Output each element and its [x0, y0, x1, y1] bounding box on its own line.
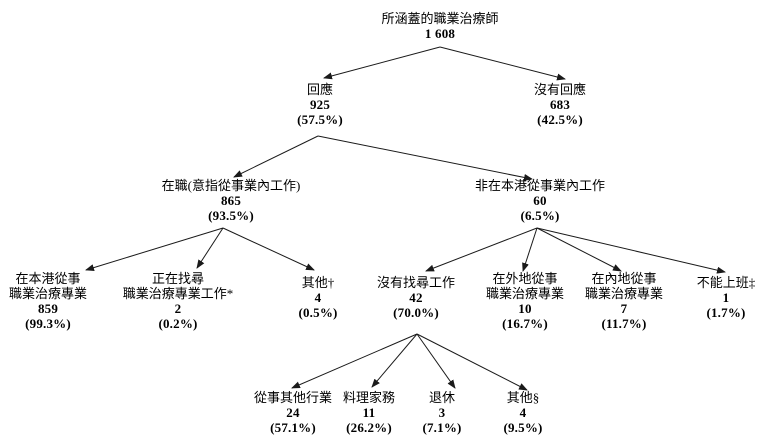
edge-employed-to-seeking — [196, 227, 224, 269]
node-value: 865 — [220, 193, 242, 208]
node-label: 回應 — [306, 82, 333, 97]
node-practising-ot-overseas: 在外地從事 職業治療專業 10 (16.7%) — [486, 271, 564, 331]
edge-employed-to-practising-in-hk — [85, 227, 224, 272]
edge-not-in-hk-to-overseas — [522, 227, 538, 272]
node-not-working-in-hk-industry: 非在本港從事業內工作 60 (6.5%) — [475, 178, 605, 223]
node-percentage: (57.1%) — [270, 420, 316, 435]
node-label-line1: 在外地從事 — [492, 271, 558, 286]
node-employed: 在職(意指從事業內工作) 865 (93.5%) — [162, 178, 301, 223]
node-value: 4 — [314, 290, 322, 305]
node-unable-to-work: 不能上班‡ 1 (1.7%) — [697, 275, 756, 320]
edge-employed-to-others — [222, 227, 315, 271]
node-label: 沒有找尋工作 — [376, 275, 456, 290]
node-percentage: (7.1%) — [422, 420, 462, 435]
node-percentage: (11.7%) — [601, 316, 647, 331]
node-others-employed: 其他† 4 (0.5%) — [298, 275, 337, 320]
node-label-line2: 職業治療專業 — [584, 286, 664, 301]
node-value: 859 — [37, 301, 59, 316]
edge-not-in-hk-to-mainland — [536, 227, 622, 272]
node-percentage: (0.2%) — [158, 316, 198, 331]
node-label: 料理家務 — [342, 390, 396, 405]
node-other-industries: 從事其他行業 24 (57.1%) — [254, 390, 332, 435]
edge-not-seeking-to-homemaking — [371, 333, 418, 388]
edge-not-seeking-to-retired — [416, 333, 456, 389]
node-percentage: (1.7%) — [706, 305, 746, 320]
node-retired: 退休 3 (7.1%) — [422, 390, 461, 435]
node-homemaking: 料理家務 11 (26.2%) — [343, 390, 395, 435]
node-label: 不能上班‡ — [696, 275, 756, 290]
node-label: 非在本港從事業內工作 — [474, 178, 606, 193]
node-percentage: (0.5%) — [298, 305, 338, 320]
node-label-line2: 職業治療專業 — [8, 286, 88, 301]
node-value: 925 — [309, 97, 331, 112]
node-percentage: (6.5%) — [520, 208, 560, 223]
edge-not-seeking-to-other-industries — [291, 333, 418, 389]
edge-not-in-hk-to-unable — [536, 227, 726, 274]
node-others-not-seeking: 其他§ 4 (9.5%) — [503, 390, 542, 435]
node-label: 其他† — [301, 275, 335, 290]
node-total-covered-ot: 所涵蓋的職業治療師 1 608 — [381, 11, 498, 41]
node-responded: 回應 925 (57.5%) — [297, 82, 343, 127]
edge-not-seeking-to-others — [416, 333, 528, 391]
node-practising-ot-mainland: 在內地從事 職業治療專業 7 (11.7%) — [585, 271, 663, 331]
node-percentage: (70.0%) — [393, 305, 439, 320]
node-value: 24 — [286, 405, 300, 420]
node-value: 683 — [549, 97, 571, 112]
node-label: 退休 — [428, 390, 456, 405]
node-value: 4 — [519, 405, 527, 420]
node-value: 11 — [362, 405, 376, 420]
node-value: 42 — [409, 290, 423, 305]
node-value: 10 — [518, 301, 532, 316]
node-label-line2: 職業治療專業工作* — [122, 286, 234, 301]
node-percentage: (99.3%) — [25, 316, 71, 331]
node-label-line1: 正在找尋 — [151, 271, 205, 286]
node-seeking-ot-work: 正在找尋 職業治療專業工作* 2 (0.2%) — [123, 271, 234, 331]
node-value: 3 — [438, 405, 446, 420]
edge-root-to-responded — [323, 46, 441, 80]
node-percentage: (26.2%) — [346, 420, 392, 435]
node-value: 1 608 — [424, 26, 456, 41]
node-percentage: (16.7%) — [502, 316, 548, 331]
node-percentage: (9.5%) — [503, 420, 543, 435]
edge-root-to-no-response — [439, 46, 566, 81]
node-percentage: (57.5%) — [297, 112, 343, 127]
node-value: 2 — [174, 301, 182, 316]
edge-responded-to-employed — [233, 135, 319, 178]
edge-not-in-hk-to-not-seeking — [425, 227, 538, 272]
node-percentage: (42.5%) — [537, 112, 583, 127]
node-value: 60 — [533, 193, 547, 208]
node-no-response: 沒有回應 683 (42.5%) — [534, 82, 586, 127]
node-percentage: (93.5%) — [208, 208, 254, 223]
node-label: 沒有回應 — [533, 82, 587, 97]
node-label-line1: 在內地從事 — [591, 271, 657, 286]
node-label-line1: 在本港從事 — [15, 271, 81, 286]
node-label-line2: 職業治療專業 — [485, 286, 565, 301]
node-value: 7 — [620, 301, 628, 316]
node-value: 1 — [722, 290, 730, 305]
node-not-seeking-work: 沒有找尋工作 42 (70.0%) — [377, 275, 455, 320]
edge-responded-to-not-in-hk — [317, 135, 533, 181]
node-label: 所涵蓋的職業治療師 — [381, 11, 499, 26]
node-label: 在職(意指從事業內工作) — [161, 178, 301, 193]
node-practising-ot-in-hk: 在本港從事 職業治療專業 859 (99.3%) — [9, 271, 87, 331]
node-label: 從事其他行業 — [253, 390, 333, 405]
node-label: 其他§ — [506, 390, 540, 405]
